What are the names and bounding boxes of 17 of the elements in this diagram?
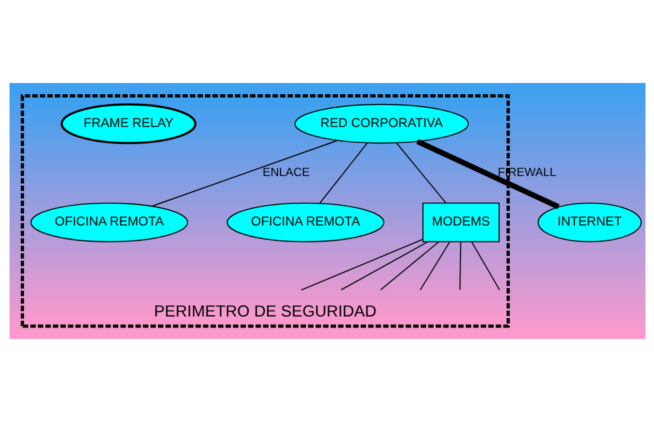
connector [340, 240, 428, 290]
connector [300, 238, 422, 290]
connector [380, 241, 438, 290]
connector [152, 139, 338, 206]
connector [470, 241, 500, 290]
node-box: MODEMS [422, 202, 500, 242]
connector [396, 142, 446, 203]
node-ellipse: FRAME RELAY [60, 102, 196, 144]
connector [419, 241, 450, 290]
node-ellipse: OFICINA REMOTA [226, 202, 384, 242]
edge-label: ENLACE [262, 166, 310, 179]
node-ellipse: RED CORPORATIVA [294, 103, 468, 144]
connector [458, 242, 461, 290]
connector [416, 138, 560, 209]
node-ellipse: INTERNET [537, 202, 642, 242]
node-ellipse: OFICINA REMOTA [30, 202, 188, 242]
connector [318, 142, 368, 204]
